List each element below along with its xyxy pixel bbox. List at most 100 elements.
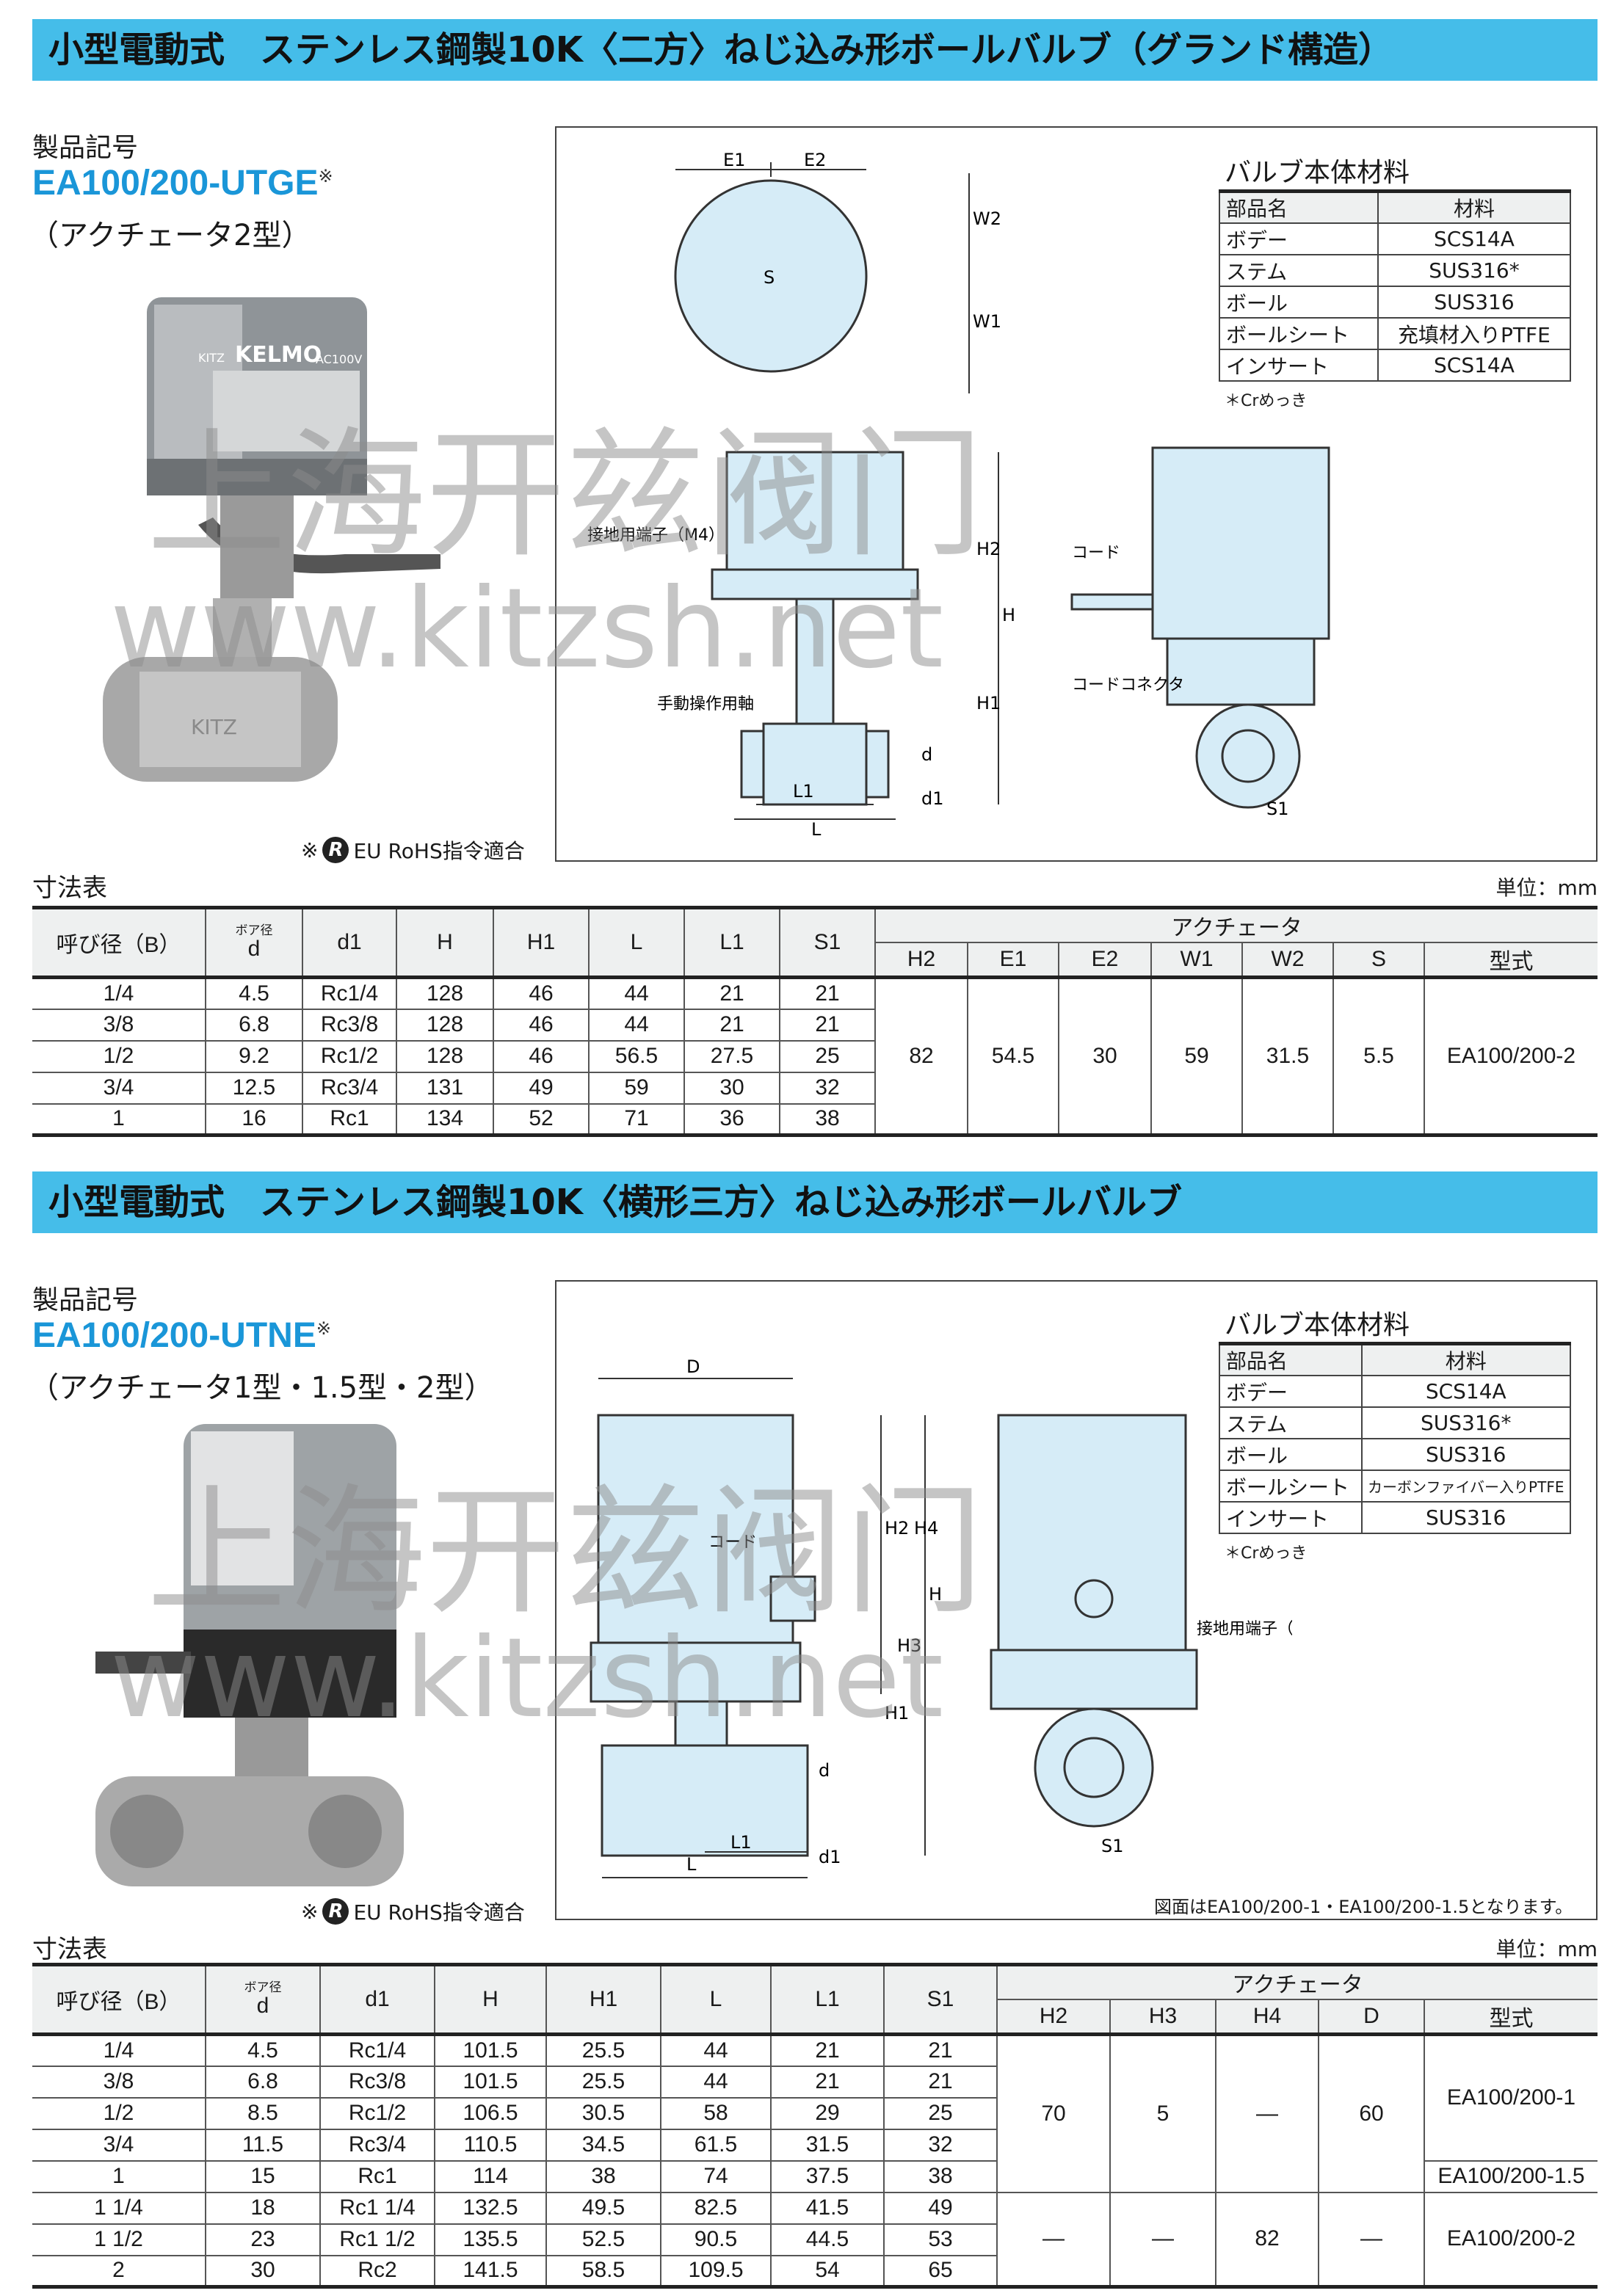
table-cell: 25.5 [545, 2065, 661, 2098]
table-cell: Rc1 1/2 [319, 2223, 435, 2256]
table-cell: 21 [683, 976, 780, 1009]
table-cell: 41.5 [770, 2191, 884, 2224]
table-cell: 25.5 [545, 2032, 661, 2066]
product-code: EA100/200-UTGE※ [32, 164, 333, 203]
actuator-type: （アクチェータ2型） [29, 219, 311, 253]
actuator-cell: 30 [1058, 976, 1151, 1136]
table-cell: 134 [396, 1102, 493, 1136]
table-cell: 21 [770, 2032, 884, 2066]
unit-label: 単位：mm [1495, 1937, 1598, 1961]
table-cell: Rc1/4 [302, 976, 396, 1009]
table-cell: 109.5 [660, 2254, 771, 2287]
table-cell: Rc3/4 [319, 2128, 435, 2161]
actuator-cell: ― [1215, 2032, 1319, 2193]
actuator-cell: ― [1318, 2191, 1424, 2287]
table-cell: Rc1 1/4 [319, 2191, 435, 2224]
table-cell: 21 [779, 976, 875, 1009]
drawing-note: 図面はEA100/200-1・EA100/200-1.5となります。 [1154, 1897, 1573, 1917]
table-cell: 3/8 [32, 2065, 206, 2098]
table-cell: 1/4 [32, 976, 206, 1009]
table-cell: 49.5 [545, 2191, 661, 2224]
svg-text:コード: コード [708, 1533, 757, 1552]
svg-text:KITZ: KITZ [198, 351, 225, 365]
table-cell: 32 [779, 1071, 875, 1104]
table-cell: 21 [883, 2032, 997, 2066]
actuator-cell: 60 [1318, 2032, 1424, 2193]
dimension-drawing-3way: D コード H2 H4 H H3 H1 d d1 L1 L S1 接地用端子（M… [590, 1356, 1292, 1878]
table-cell: 1 [32, 2159, 206, 2193]
table-cell: 6.8 [205, 2065, 320, 2098]
table-cell: 65 [883, 2254, 997, 2287]
svg-text:S: S [764, 267, 775, 288]
table-cell: 132.5 [434, 2191, 546, 2224]
table-cell: Rc3/8 [319, 2065, 435, 2098]
table-cell: 52.5 [545, 2223, 661, 2256]
svg-text:W1: W1 [973, 311, 1001, 332]
table-cell: 56.5 [588, 1039, 684, 1072]
table-cell: Rc2 [319, 2254, 435, 2287]
table-cell: 21 [770, 2065, 884, 2098]
table-cell: 4.5 [205, 976, 302, 1009]
table-cell: 44.5 [770, 2223, 884, 2256]
table-cell: 11.5 [205, 2128, 320, 2161]
table-cell: 1/2 [32, 1039, 206, 1072]
table-cell: 1/4 [32, 2032, 206, 2066]
actuator-type: （アクチェータ1型・1.5型・2型） [29, 1371, 494, 1405]
svg-text:d: d [921, 744, 932, 765]
table-cell: 128 [396, 1008, 493, 1041]
table-cell: 44 [588, 1008, 684, 1041]
table-cell: 1 1/4 [32, 2191, 206, 2224]
svg-text:H4: H4 [914, 1518, 938, 1538]
section-1-banner: 小型電動式 ステンレス鋼製10K〈二方〉ねじ込み形ボールバルブ（グランド構造） [32, 19, 1598, 81]
materials-footnote: ＊Crめっき [1225, 1544, 1308, 1563]
svg-text:AC100V: AC100V [316, 352, 362, 366]
table-cell: 106.5 [434, 2096, 546, 2129]
svg-text:d: d [819, 1760, 830, 1781]
table-cell: 3/4 [32, 2128, 206, 2161]
actuator-cell: 5 [1109, 2032, 1216, 2193]
table-cell: 128 [396, 1039, 493, 1072]
table-cell: 15 [205, 2159, 320, 2193]
table-cell: 34.5 [545, 2128, 661, 2161]
material-row: ボールシートカーボンファイバー入りPTFE [1219, 1469, 1572, 1503]
actuator-cell: 31.5 [1241, 976, 1333, 1136]
actuator-cell: 82 [874, 976, 968, 1136]
svg-text:手動操作用軸: 手動操作用軸 [657, 695, 754, 713]
table-cell: 8.5 [205, 2096, 320, 2129]
unit-label: 単位：mm [1495, 876, 1598, 900]
product-photo-2way: KITZ KELMO AC100V KITZ [103, 297, 440, 782]
side-view-drawing-2way: コード コードコネクタ S1 [1070, 446, 1330, 819]
actuator-cell: 59 [1150, 976, 1242, 1136]
svg-text:L: L [811, 819, 822, 840]
actuator-cell: EA100/200-2 [1424, 976, 1598, 1136]
table-cell: 58.5 [545, 2254, 661, 2287]
table-cell: 21 [883, 2065, 997, 2098]
table-cell: 38 [545, 2159, 661, 2193]
model-cell: EA100/200-1 [1424, 2032, 1598, 2161]
table-cell: 46 [493, 1008, 589, 1041]
table-cell: 52 [493, 1102, 589, 1136]
table-cell: 29 [770, 2096, 884, 2129]
table-cell: 38 [883, 2159, 997, 2193]
svg-text:H1: H1 [885, 1703, 909, 1723]
svg-text:L: L [686, 1854, 697, 1875]
svg-text:S1: S1 [1266, 799, 1289, 819]
svg-text:L1: L1 [793, 781, 814, 802]
table-cell: 59 [588, 1071, 684, 1104]
table-cell: 128 [396, 976, 493, 1009]
dimension-table-title: 寸法表 [32, 873, 107, 903]
